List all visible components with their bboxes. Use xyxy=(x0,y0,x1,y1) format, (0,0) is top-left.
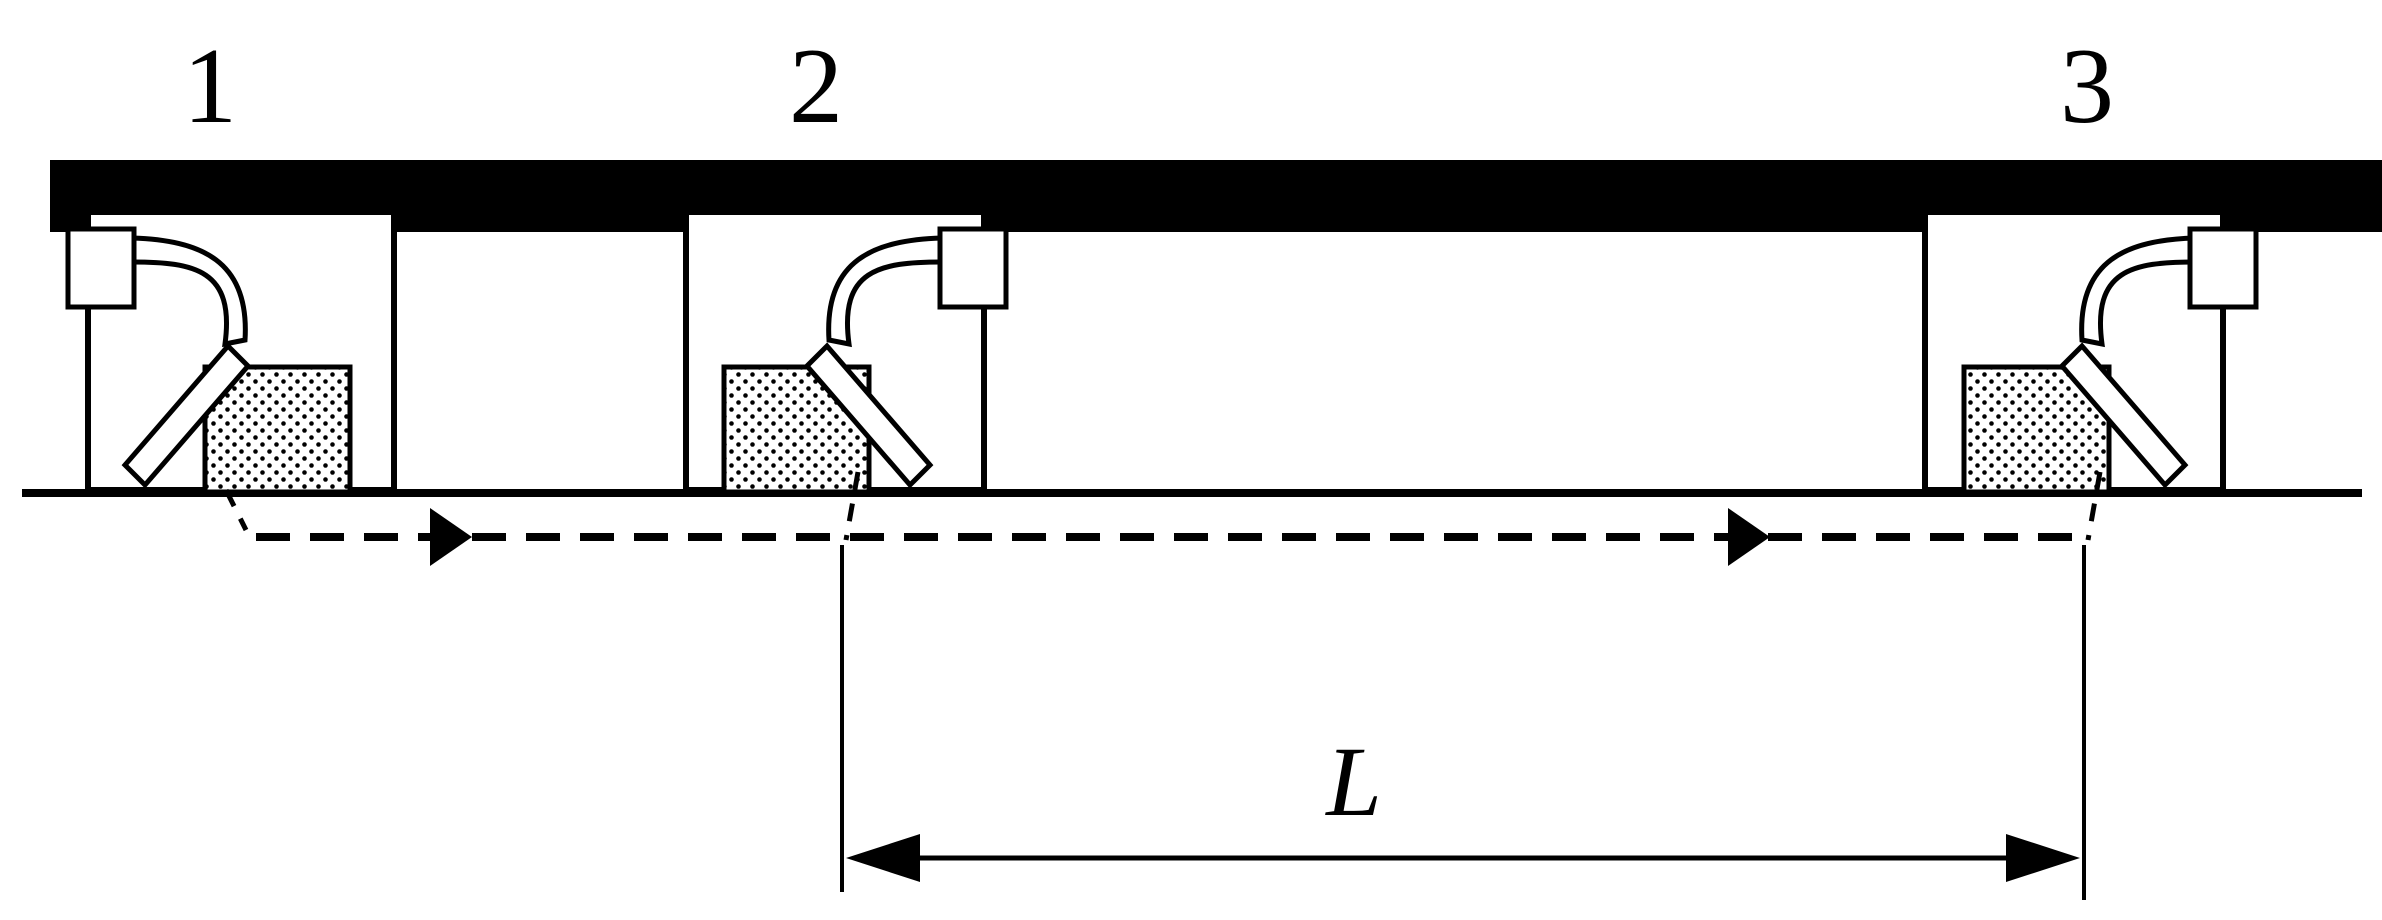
probe-1-cable xyxy=(131,235,248,348)
probe-1 xyxy=(65,209,397,495)
probe-3 xyxy=(1922,209,2259,495)
probe-2-cable xyxy=(826,235,943,348)
distance-label: L xyxy=(1324,726,1382,837)
probe-3-label: 3 xyxy=(2060,27,2114,146)
probe-1-label: 1 xyxy=(183,27,237,146)
probe-3-connector xyxy=(2187,226,2259,310)
dimension-arrow-right-icon xyxy=(2006,834,2080,882)
probe-2-wedge xyxy=(721,364,872,495)
probe-3-transducer xyxy=(2058,342,2189,489)
probe-2 xyxy=(683,209,1009,495)
probe-2-transducer xyxy=(803,342,934,489)
probe-2-beam-mark xyxy=(843,471,861,541)
probe-1-beam-mark xyxy=(223,488,249,532)
dimension-arrow-left-icon xyxy=(846,834,920,882)
probe-1-connector xyxy=(65,226,137,310)
probe-1-transducer xyxy=(121,342,252,489)
probe-3-beam-mark xyxy=(2085,471,2103,541)
wave-direction-arrow-1 xyxy=(430,508,472,566)
wave-direction-arrow-2 xyxy=(1728,508,1770,566)
probe-2-connector xyxy=(937,226,1009,310)
probe-2-label: 2 xyxy=(789,27,843,146)
probe-3-cable xyxy=(2079,235,2196,348)
